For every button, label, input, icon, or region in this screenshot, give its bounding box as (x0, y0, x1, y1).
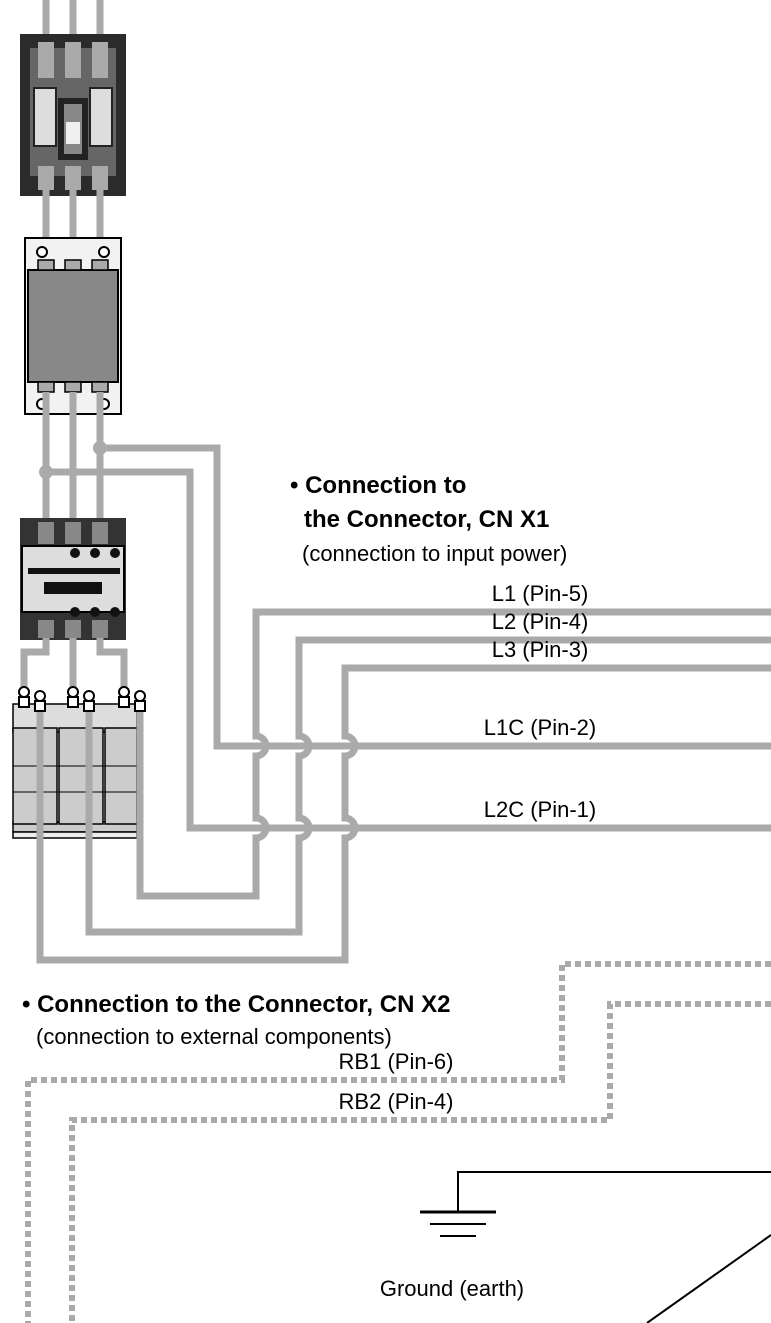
magnetic-contactor (20, 518, 126, 640)
wire-label-l1c: L1C (Pin-2) (484, 715, 596, 740)
ground-label: Ground (earth) (380, 1276, 524, 1301)
circuit-breaker (20, 34, 126, 196)
cnx1-subtitle: (connection to input power) (302, 541, 568, 566)
bullet: • (22, 991, 31, 1018)
cnx1-heading-line1: • Connection to (290, 474, 466, 498)
cnx2-dotted-wires (25, 961, 771, 1323)
noise-filter (24, 237, 122, 415)
filter-to-contactor-wires (42, 392, 771, 832)
cnx2-heading: • Connection to the Connector, CN X2 (22, 993, 450, 1017)
cnx1-heading-text: Connection to (305, 472, 467, 499)
wire-label-l1: L1 (Pin-5) (492, 581, 589, 606)
wire-label-l2c: L2C (Pin-1) (484, 797, 596, 822)
wire-label-l3: L3 (Pin-3) (492, 637, 589, 662)
junction-dot (93, 441, 107, 455)
ground-symbol (420, 1171, 771, 1323)
contactor-to-reactor-wires (20, 638, 128, 690)
cnx1-power-wires (36, 608, 771, 964)
bullet: • (290, 472, 299, 499)
wire-label-rb1: RB1 (Pin-6) (339, 1049, 454, 1074)
reactor (12, 686, 146, 839)
cnx2-heading-text: Connection to the Connector, CN X2 (37, 991, 451, 1018)
junction-dot (39, 465, 53, 479)
cnx1-heading-line2: the Connector, CN X1 (304, 506, 550, 533)
cnx2-subtitle: (connection to external components) (36, 1024, 392, 1049)
wire-label-rb2: RB2 (Pin-4) (339, 1089, 454, 1114)
wire-label-l2: L2 (Pin-4) (492, 609, 589, 634)
